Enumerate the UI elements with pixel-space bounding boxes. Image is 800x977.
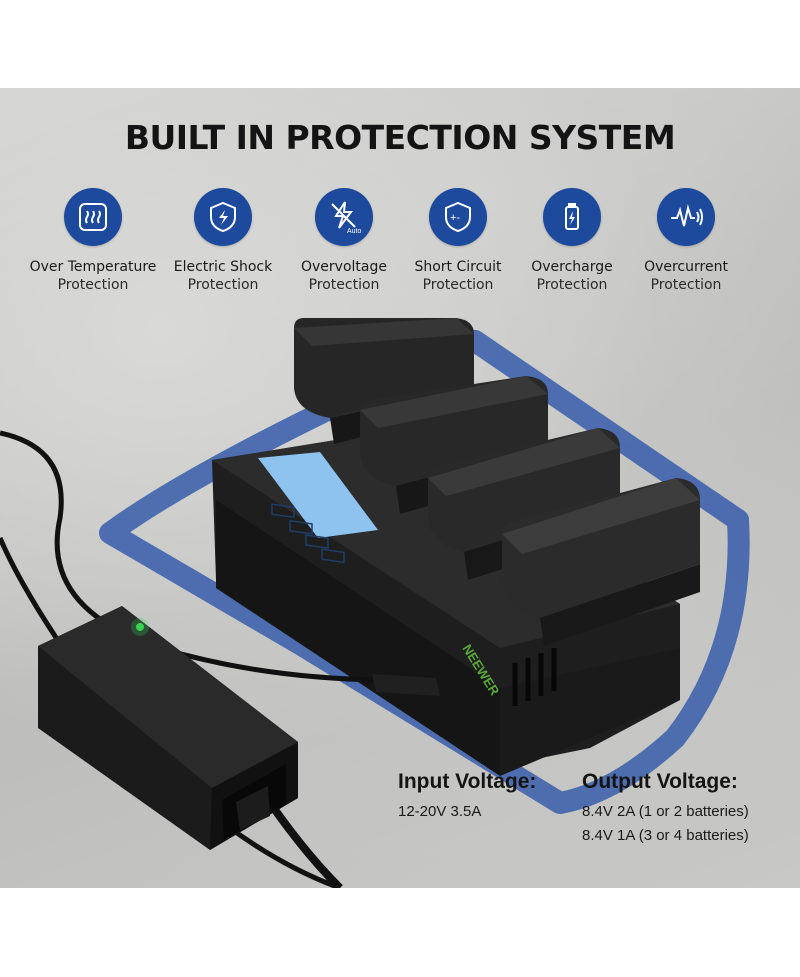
- protection-overvoltage: Auto Overvoltage Protection: [269, 188, 419, 294]
- power-led: [136, 623, 144, 631]
- protection-over-temperature: Over Temperature Protection: [18, 188, 168, 294]
- lcd-screen: [258, 452, 378, 538]
- shield-outline: [99, 330, 750, 814]
- protection-sub: Protection: [187, 277, 259, 293]
- svg-text:+-: +-: [450, 212, 460, 224]
- output-voltage-line-1: 8.4V 2A (1 or 2 batteries): [582, 803, 749, 820]
- protection-name: Overcurrent: [644, 259, 728, 275]
- battery-4: [502, 478, 700, 646]
- svg-text:Auto: Auto: [347, 228, 362, 235]
- protection-name: Over Temperature: [29, 259, 157, 275]
- output-voltage-line-2: 8.4V 1A (3 or 4 batteries): [582, 827, 749, 844]
- output-voltage-label: Output Voltage:: [582, 770, 738, 793]
- short-circuit-shield-icon: +-: [429, 188, 487, 246]
- protection-name: Electric Shock: [173, 259, 273, 275]
- power-adapter: [38, 606, 298, 850]
- current-wave-icon: [657, 188, 715, 246]
- protection-name: Overcharge: [531, 259, 613, 275]
- input-voltage-spec: Input Voltage: 12-20V 3.5A: [398, 770, 536, 823]
- protection-sub: Protection: [57, 277, 129, 293]
- battery-charge-icon: [543, 188, 601, 246]
- input-voltage-value: 12-20V 3.5A: [398, 803, 482, 820]
- protection-electric-shock: Electric Shock Protection: [148, 188, 298, 294]
- input-voltage-label: Input Voltage:: [398, 770, 537, 793]
- protection-sub: Protection: [650, 277, 722, 293]
- vent-slots: [512, 648, 557, 706]
- product-card: NEEWER: [0, 88, 800, 888]
- output-voltage-spec: Output Voltage: 8.4V 2A (1 or 2 batterie…: [582, 770, 749, 847]
- overvoltage-auto-icon: Auto: [315, 188, 373, 246]
- protection-overcharge: Overcharge Protection: [497, 188, 647, 294]
- dc-cable: [0, 430, 381, 683]
- protection-name: Short Circuit: [414, 259, 502, 275]
- protection-short-circuit: +- Short Circuit Protection: [383, 188, 533, 294]
- temperature-heat-icon: [64, 188, 122, 246]
- protection-sub: Protection: [536, 277, 608, 293]
- dc-plug: [372, 674, 440, 696]
- product-scene: NEEWER: [0, 318, 750, 888]
- shock-shield-icon: [194, 188, 252, 246]
- protection-sub: Protection: [422, 277, 494, 293]
- protection-sub: Protection: [308, 277, 380, 293]
- protection-name: Overvoltage: [301, 259, 387, 275]
- protection-overcurrent: Overcurrent Protection: [611, 188, 761, 294]
- page-title: BUILT IN PROTECTION SYSTEM: [124, 118, 676, 157]
